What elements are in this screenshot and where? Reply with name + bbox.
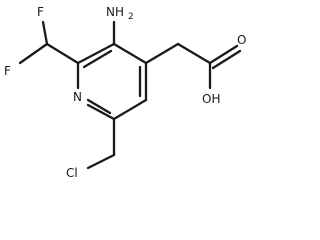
bond-ch2-cooh <box>176 42 212 65</box>
molecule-drawing: NH 2 F F N O OH Cl <box>4 5 246 180</box>
fluorine-left-label: F <box>4 64 11 78</box>
bond-c2-c3-inner <box>82 49 113 69</box>
bond-c4-ch2 <box>144 42 180 65</box>
ring-nitrogen-label: N <box>73 90 82 104</box>
bond-chf2-f-left <box>18 42 49 65</box>
bond-ch2-cl <box>86 153 116 170</box>
fluorine-top-label: F <box>37 5 44 19</box>
chlorine-label: Cl <box>66 166 78 180</box>
amino-subscript: 2 <box>128 12 134 22</box>
carbonyl-oxygen-label: O <box>237 33 246 47</box>
bond-c6-n-inner <box>86 98 112 115</box>
bond-c-o-double-a <box>208 44 239 65</box>
amino-label: NH <box>106 5 124 19</box>
bond-c2-c3 <box>76 42 116 65</box>
structure-diagram: NH 2 F F N O OH Cl <box>4 5 246 180</box>
bond-chf2-f-top <box>41 20 49 46</box>
bond-c2-chf2 <box>45 42 80 65</box>
hydroxyl-label: OH <box>202 92 220 106</box>
bond-c-o-double-b <box>211 49 242 70</box>
bond-c3-c4 <box>112 42 148 65</box>
bond-c6-n <box>86 103 116 121</box>
bond-c5-c6 <box>112 98 148 121</box>
